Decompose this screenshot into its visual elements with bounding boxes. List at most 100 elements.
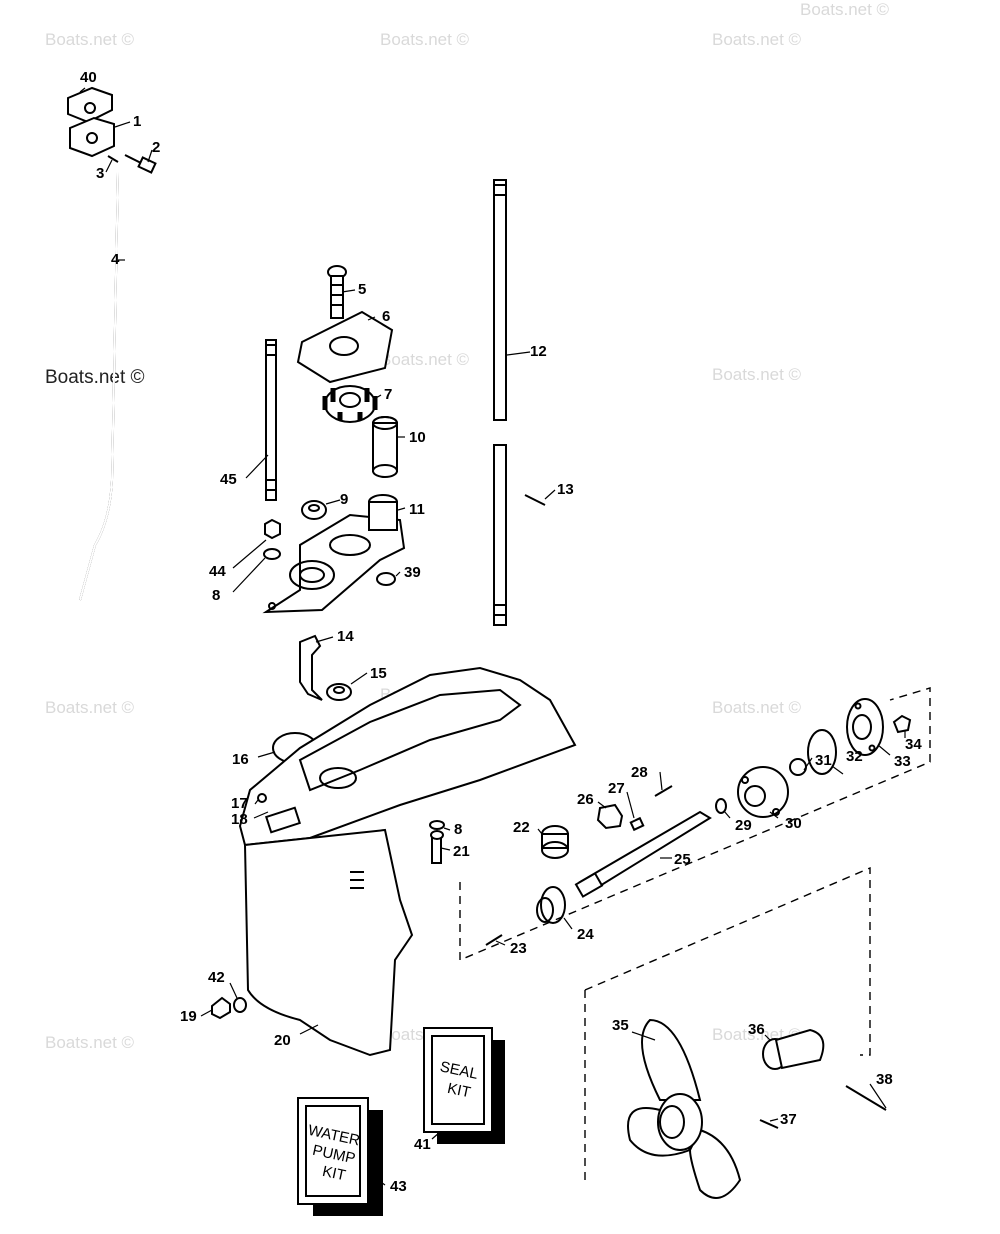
grommet-15 — [326, 683, 352, 701]
callout-label: 24 — [577, 926, 594, 943]
callout-label: 12 — [530, 343, 547, 360]
callout-label: 33 — [894, 753, 911, 770]
forward-gear — [536, 886, 566, 924]
callout-label: 30 — [785, 815, 802, 832]
callout-label: 18 — [231, 811, 248, 828]
callout-label: 20 — [274, 1032, 291, 1049]
dashed-alignment-lines — [459, 687, 931, 1180]
callout-label: 37 — [780, 1111, 797, 1128]
callout-label: 44 — [209, 563, 226, 580]
pin-23 — [485, 934, 503, 946]
callout-label: 11 — [409, 501, 425, 518]
callout-label: 25 — [674, 851, 691, 868]
callout-label: 35 — [612, 1017, 629, 1034]
callout-label: 38 — [876, 1071, 893, 1088]
water-pump-kit-label: KIT — [321, 1163, 347, 1184]
callout-label: 2 — [152, 139, 160, 156]
pin-27 — [629, 816, 645, 832]
shifter-26 — [596, 803, 624, 830]
watermark: Boats.net © — [380, 30, 470, 49]
tube-10 — [372, 416, 398, 478]
clip-14 — [299, 634, 323, 701]
screw-5 — [327, 265, 347, 319]
callout-label: 45 — [220, 471, 237, 488]
callout-label: 29 — [735, 817, 752, 834]
callout-label: 10 — [409, 429, 426, 446]
propeller-shaft — [574, 810, 712, 898]
watermark-layer: Boats.net © Boats.net © Boats.net © Boat… — [45, 0, 890, 1052]
watermark: Boats.net © — [712, 698, 802, 717]
watermark: Boats.net © — [45, 367, 145, 388]
cotter-pin-37 — [759, 1119, 779, 1129]
pump-plate — [296, 310, 394, 384]
callout-label: 34 — [905, 736, 922, 753]
nut-31 — [789, 758, 807, 776]
callout-label: 21 — [453, 843, 470, 860]
nut-and-washer — [263, 518, 281, 560]
shift-rod — [79, 171, 119, 601]
callout-label: 28 — [631, 764, 648, 781]
seal-kit-box: SEAL KIT — [423, 1027, 505, 1144]
watermark: Boats.net © — [712, 365, 802, 384]
water-pump-base — [262, 494, 406, 614]
gearcase-housing — [238, 666, 577, 1057]
callout-label: 5 — [358, 281, 366, 298]
pinion-gear — [541, 825, 569, 859]
callout-label: 22 — [513, 819, 530, 836]
stud-45 — [265, 339, 277, 501]
watermark: Boats.net © — [380, 350, 470, 369]
o-ring-39 — [376, 572, 396, 586]
callout-label: 8 — [454, 821, 462, 838]
callout-label: 42 — [208, 969, 225, 986]
callout-label: 40 — [80, 69, 97, 86]
callout-label: 31 — [815, 752, 832, 769]
callout-labels: 40 1 2 3 4 5 6 7 45 10 9 11 44 39 8 12 1… — [80, 69, 922, 1195]
propeller — [627, 1018, 742, 1199]
shift-rod-clamp — [67, 86, 157, 174]
callout-label: 36 — [748, 1021, 765, 1038]
water-pump-kit-box: WATER PUMP KIT — [297, 1097, 383, 1216]
callout-label: 14 — [337, 628, 354, 645]
screw-17 — [257, 793, 267, 803]
watermark: Boats.net © — [45, 698, 135, 717]
impeller — [322, 385, 378, 423]
callout-label: 32 — [846, 748, 863, 765]
anode-screw — [211, 996, 247, 1020]
spring-28 — [654, 785, 673, 797]
callout-label: 9 — [340, 491, 348, 508]
watermark: Boats.net © — [800, 0, 890, 19]
washer-29 — [715, 798, 727, 814]
callout-label: 43 — [390, 1178, 407, 1195]
callout-label: 15 — [370, 665, 387, 682]
callout-label: 17 — [231, 795, 248, 812]
callout-label: 27 — [608, 780, 625, 797]
reverse-gear — [737, 766, 789, 818]
watermark: Boats.net © — [712, 30, 802, 49]
watermark: Boats.net © — [45, 1033, 135, 1052]
o-ring-32 — [807, 729, 837, 775]
callout-label: 4 — [111, 251, 120, 268]
seal-kit-label: KIT — [446, 1080, 472, 1101]
bushing-9 — [301, 500, 327, 520]
callout-label: 3 — [96, 165, 104, 182]
watermark: Boats.net © — [45, 30, 135, 49]
screw-34 — [892, 714, 912, 734]
callout-label: 41 — [414, 1136, 431, 1153]
leader-lines — [79, 87, 906, 1186]
callout-label: 7 — [384, 386, 392, 403]
callout-label: 26 — [577, 791, 594, 808]
callout-label: 23 — [510, 940, 527, 957]
bearing-carrier — [846, 698, 884, 756]
callout-label: 16 — [232, 751, 249, 768]
callout-label: 39 — [404, 564, 421, 581]
cotter-pin-38 — [845, 1085, 887, 1111]
propeller-nut — [762, 1028, 825, 1070]
drive-shaft — [493, 179, 546, 626]
callout-label: 1 — [133, 113, 141, 130]
callout-label: 13 — [557, 481, 574, 498]
callout-label: 6 — [382, 308, 390, 325]
screw-21 — [429, 820, 445, 864]
callout-label: 8 — [212, 587, 220, 604]
callout-label: 19 — [180, 1008, 197, 1025]
